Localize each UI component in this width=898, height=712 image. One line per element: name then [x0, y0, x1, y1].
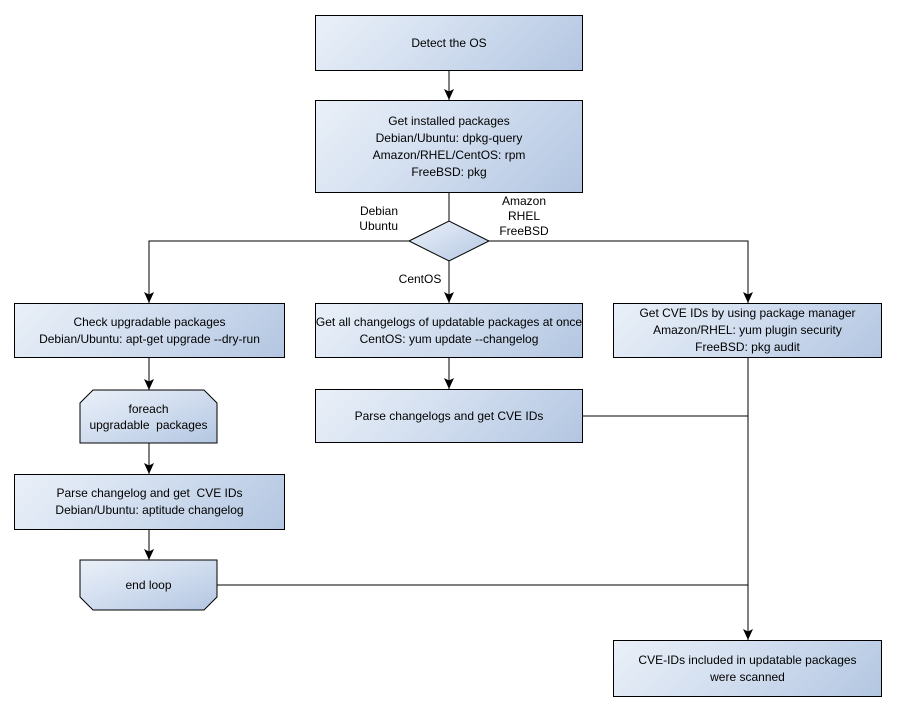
loop-start-label: foreach upgradable packages — [89, 401, 208, 432]
node-parse-changelog-left: Parse changelog and get CVE IDs Debian/U… — [14, 474, 285, 530]
node-get-all-changelogs: Get all changelogs of updatable packages… — [315, 303, 583, 358]
node-parse-changelog-left-label: Parse changelog and get CVE IDs Debian/U… — [55, 486, 244, 517]
loop-end-label-box: end loop — [80, 560, 217, 610]
loop-start-label-box: foreach upgradable packages — [80, 390, 217, 443]
branch-label-centos: CentOS — [398, 272, 442, 286]
loop-end-shape — [79, 559, 218, 611]
node-get-installed-packages-label: Get installed packages Debian/Ubuntu: dp… — [372, 113, 526, 179]
loop-end-label: end loop — [125, 578, 172, 592]
decision-diamond — [407, 220, 491, 262]
node-get-all-changelogs-label: Get all changelogs of updatable packages… — [315, 314, 583, 346]
node-get-cve-ids-pkg-manager: Get CVE IDs by using package manager Ama… — [613, 303, 882, 358]
edge-decision-to-checkupgradable — [144, 240, 409, 303]
node-check-upgradable-packages: Check upgradable packages Debian/Ubuntu:… — [14, 303, 285, 358]
branch-label-debian-ubuntu: Debian Ubuntu — [359, 204, 398, 233]
edge-decision-to-cveright — [489, 240, 753, 303]
node-check-upgradable-packages-label: Check upgradable packages Debian/Ubuntu:… — [39, 314, 260, 346]
node-detect-os-label: Detect the OS — [411, 35, 487, 50]
node-parse-changelogs-mid-label: Parse changelogs and get CVE IDs — [354, 408, 544, 423]
node-get-installed-packages: Get installed packages Debian/Ubuntu: dp… — [315, 100, 583, 193]
node-result-scanned: CVE-IDs included in updatable packages w… — [613, 640, 882, 697]
node-detect-os: Detect the OS — [315, 15, 583, 71]
node-get-cve-ids-pkg-manager-label: Get CVE IDs by using package manager Ama… — [639, 306, 856, 354]
node-result-scanned-label: CVE-IDs included in updatable packages w… — [638, 652, 857, 684]
node-parse-changelogs-mid: Parse changelogs and get CVE IDs — [315, 389, 583, 443]
loop-start-shape — [79, 389, 218, 444]
branch-label-amazon-rhel-freebsd: Amazon RHEL FreeBSD — [499, 194, 549, 238]
